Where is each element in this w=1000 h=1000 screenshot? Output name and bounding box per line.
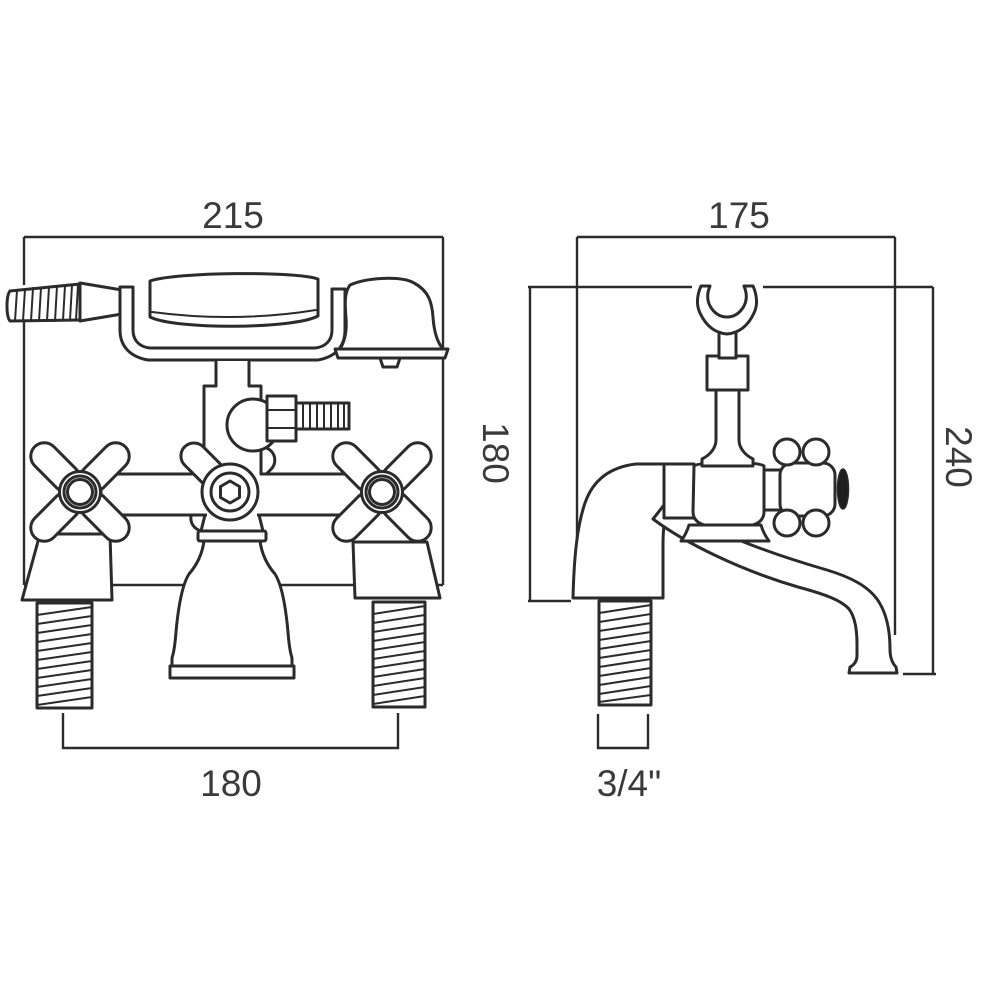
hose-connector xyxy=(78,281,124,323)
dim-label-180-height: 180 xyxy=(475,422,516,484)
side-cross-handle xyxy=(762,437,850,538)
dim-label-240-height: 240 xyxy=(938,426,979,488)
shower-handset xyxy=(148,272,450,369)
diverter-handle xyxy=(179,441,260,522)
side-dim-connector: 3/4" xyxy=(597,714,662,804)
cradle-fork xyxy=(696,284,758,336)
front-dim-180: 180 xyxy=(61,713,400,804)
side-dim-240: 240 xyxy=(903,287,979,676)
handset-cradle xyxy=(118,285,347,362)
side-body-cone xyxy=(571,462,668,600)
hose-outlet xyxy=(225,394,351,453)
side-union-nut xyxy=(662,462,696,520)
right-threaded-tail xyxy=(371,600,427,709)
side-view-outline-box xyxy=(528,235,933,635)
dim-label-180-centres: 180 xyxy=(200,763,262,804)
spray-head xyxy=(338,276,445,351)
dim-label-215: 215 xyxy=(202,195,264,236)
left-cross-handle xyxy=(29,441,131,543)
bell-spout xyxy=(168,512,296,680)
front-view: 180 215 xyxy=(5,195,450,804)
shower-hose xyxy=(5,281,124,323)
dim-label-connector-size: 3/4" xyxy=(597,763,662,804)
right-handle-cone xyxy=(351,540,442,600)
side-view: 180 240 xyxy=(475,195,979,804)
riser-and-fork xyxy=(696,284,758,468)
side-body xyxy=(679,460,771,543)
left-handle-cone xyxy=(20,532,114,602)
handle-end-cap xyxy=(836,468,850,510)
left-threaded-tail xyxy=(35,601,94,710)
right-cross-handle xyxy=(331,441,433,543)
side-dim-180: 180 xyxy=(475,287,571,603)
dim-label-175: 175 xyxy=(708,195,770,236)
side-threaded-tail xyxy=(597,599,653,707)
